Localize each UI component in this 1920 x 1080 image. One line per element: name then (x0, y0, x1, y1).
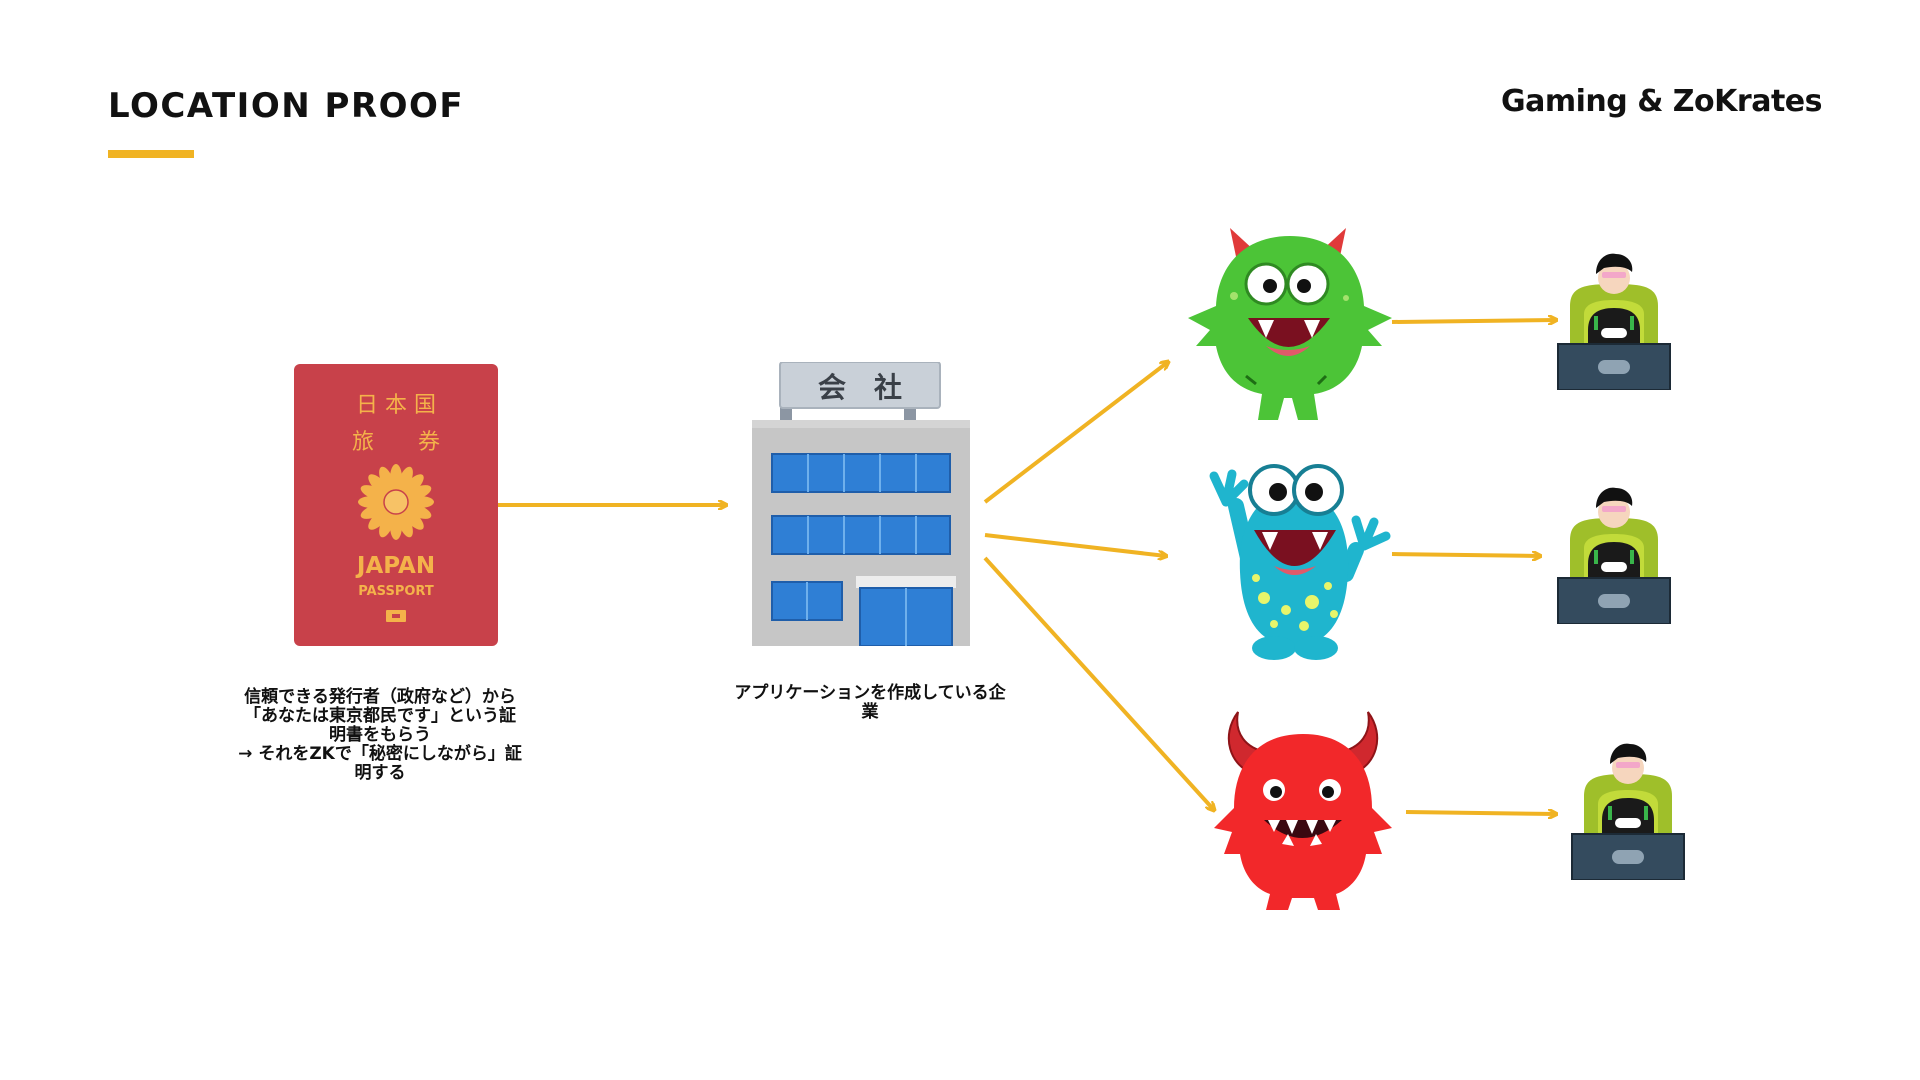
gamer-at-computer-icon (1557, 487, 1671, 624)
passport-caption-line: 明書をもらう (329, 725, 431, 745)
passport-caption: 信頼できる発行者（政府など）から 「あなたは東京都民です」という証 明書をもらう… (200, 688, 560, 783)
company-sign: 会 社 (818, 371, 902, 404)
company-caption-line: アプリケーションを作成している企 (734, 683, 1006, 703)
blue-monster-icon (1209, 464, 1391, 660)
gamer-at-computer-icon (1571, 743, 1685, 880)
arrow-blue-monster-to-gamer (1391, 554, 1540, 556)
japan-passport-icon: 日 本 国 旅 券 JAPAN PASSPORT (294, 364, 498, 646)
green-monster-icon (1188, 228, 1392, 420)
passport-top-line1: 日 本 国 (356, 393, 436, 418)
passport-caption-line: 「あなたは東京都民です」という証 (244, 706, 516, 726)
passport-caption-line: 明する (354, 763, 406, 783)
passport-caption-line: → それをZKで「秘密にしながら」証 (238, 744, 522, 764)
title-underline (108, 150, 194, 158)
biometric-chip-icon (386, 610, 406, 622)
passport-country: JAPAN (355, 553, 435, 579)
arrow-company-to-blue-monster (984, 533, 1166, 556)
passport-label: PASSPORT (358, 584, 434, 599)
gamer-at-computer-icon (1557, 253, 1671, 390)
arrow-red-monster-to-gamer (1405, 812, 1556, 814)
company-caption-line: 業 (861, 702, 879, 722)
arrow-company-to-red-monster (983, 556, 1214, 810)
company-caption: アプリケーションを作成している企 業 (700, 684, 1040, 722)
chrysanthemum-seal-icon (358, 464, 434, 540)
arrow-company-to-green-monster (983, 362, 1168, 504)
company-building-icon: 会 社 (752, 362, 970, 646)
red-monster-icon (1214, 711, 1392, 910)
brand-logo-text: Gaming & ZoKrates (1501, 84, 1823, 119)
passport-caption-line: 信頼できる発行者（政府など）から (244, 687, 516, 707)
passport-top-line2: 旅 券 (352, 430, 440, 455)
slide-title: LOCATION PROOF (108, 86, 465, 126)
arrow-green-monster-to-gamer (1391, 320, 1556, 322)
